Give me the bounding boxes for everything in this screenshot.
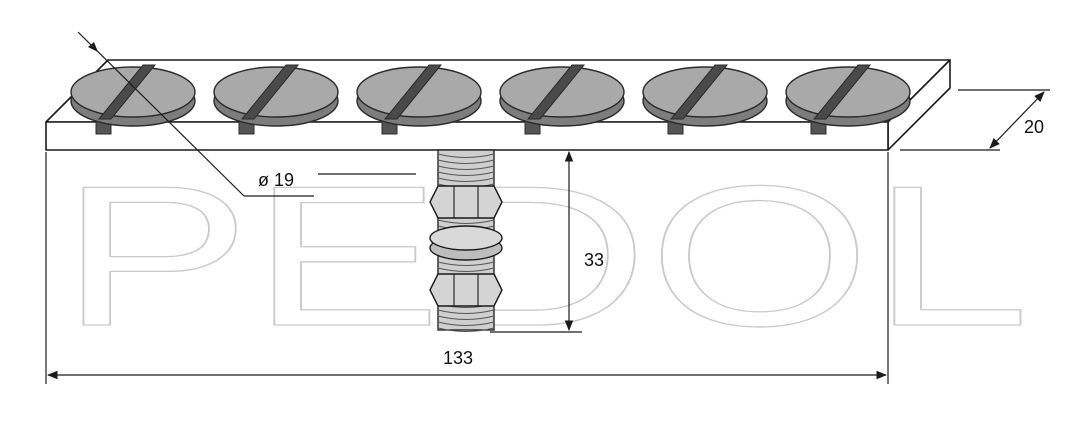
screw-head: [70, 64, 196, 135]
diameter-dimension: [77, 31, 416, 197]
washer: [429, 225, 503, 261]
height-label: 33: [584, 250, 604, 270]
screw-group: [70, 64, 911, 135]
screw-slot: [240, 64, 300, 120]
thread-line: [437, 219, 495, 224]
bar-front-face: [45, 121, 889, 151]
washer-upper: [429, 225, 503, 251]
nut-body: [429, 185, 503, 219]
upper-nut: [429, 185, 503, 219]
screw-head: [213, 64, 339, 135]
diameter-arrowhead: [88, 42, 98, 52]
depth-arrow-line: [989, 91, 1045, 149]
diameter-label: ø 19: [258, 170, 294, 190]
thread-line: [437, 177, 495, 182]
thread-line: [437, 315, 495, 320]
thread-line: [437, 171, 495, 176]
screw-head: [356, 64, 482, 135]
screw-slot: [669, 64, 729, 120]
lower-nut: [429, 273, 503, 307]
thread-line: [437, 261, 495, 266]
length-label: 133: [443, 348, 473, 368]
watermark: PEDOL: [60, 145, 1030, 368]
thread-line: [437, 309, 495, 314]
depth-dimension: [900, 89, 1050, 151]
screw-slot: [97, 64, 157, 120]
screw-head: [785, 64, 911, 135]
screw-slot: [812, 64, 872, 120]
thread-line: [437, 165, 495, 170]
diameter-leader-line: [77, 31, 245, 197]
screw-head: [499, 64, 625, 135]
screw-slot: [526, 64, 586, 120]
screw-slot: [383, 64, 443, 120]
thread-line: [437, 327, 495, 332]
height-dimension: [490, 150, 582, 333]
thread-line: [437, 159, 495, 164]
thread-line: [437, 321, 495, 326]
length-dimension: [45, 152, 889, 384]
thread-line: [437, 153, 495, 158]
threaded-stud: [429, 149, 503, 332]
thread-line: [437, 267, 495, 272]
nut-body: [429, 273, 503, 307]
screw-head: [642, 64, 768, 135]
depth-label: 20: [1024, 117, 1044, 137]
